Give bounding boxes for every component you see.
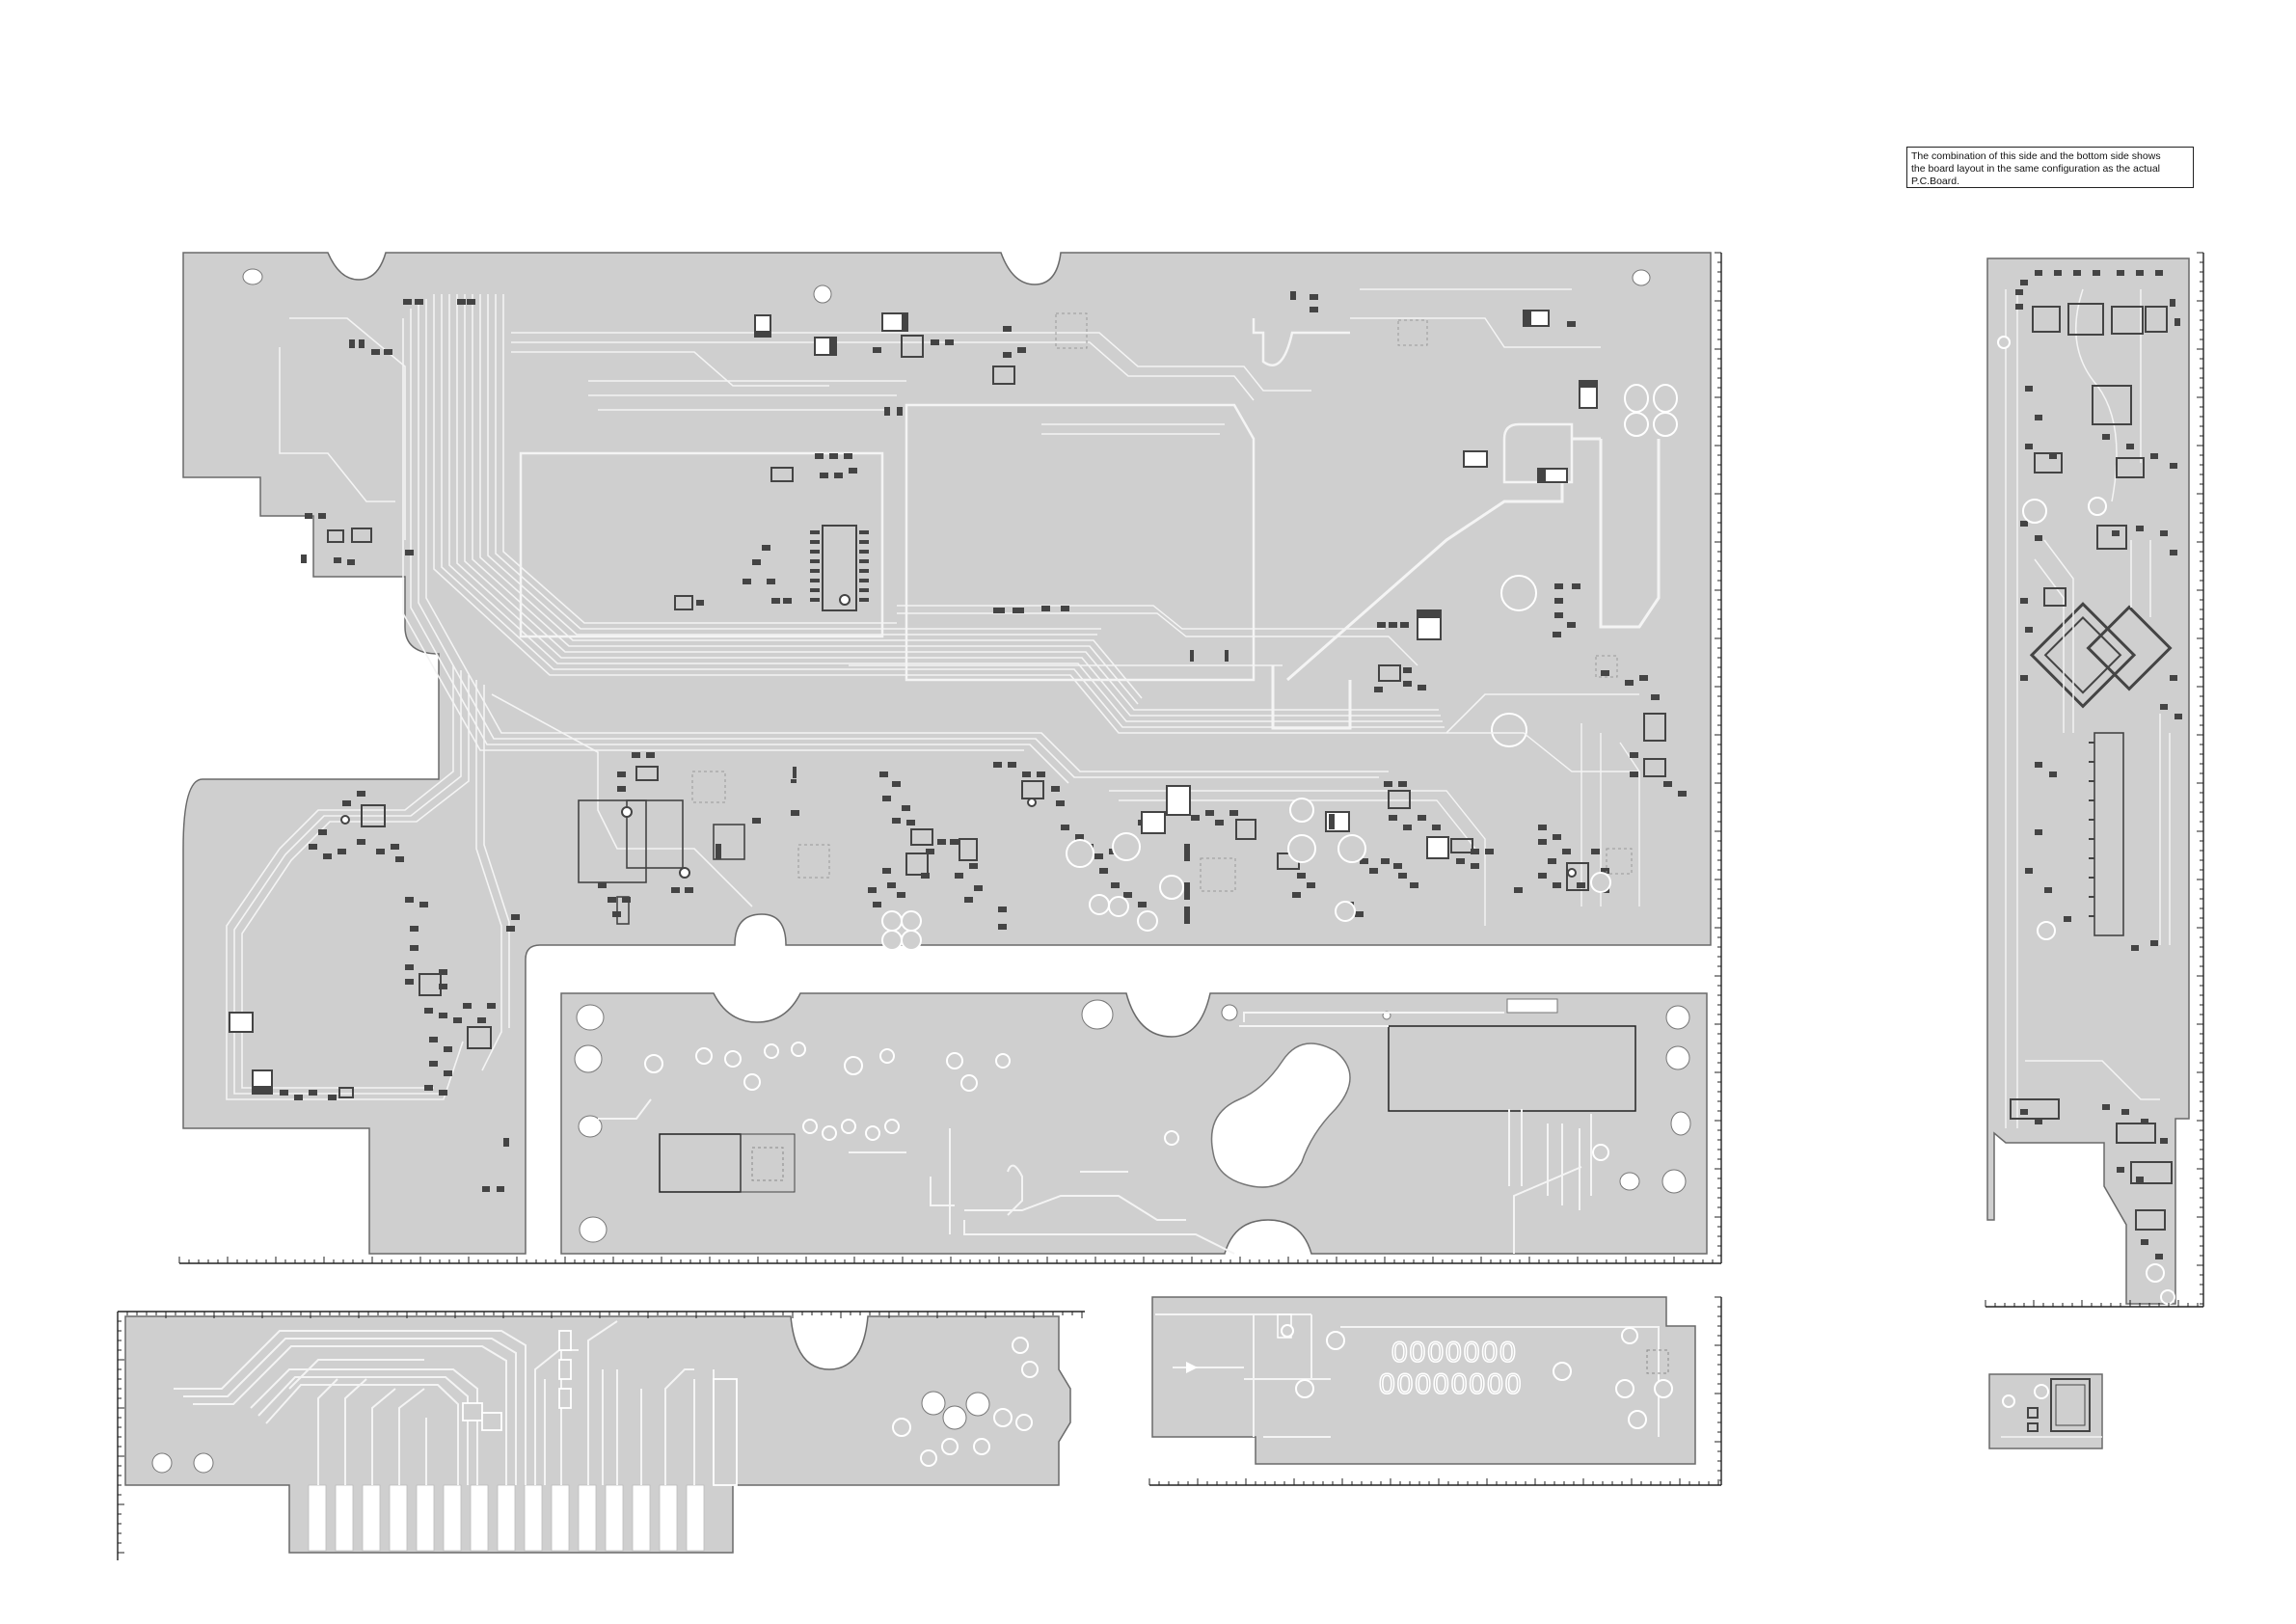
connector-board-outline [125,1316,1070,1553]
small-module-board [1989,1374,2102,1448]
connector-board [125,1316,1070,1553]
lower-sub-board [561,993,1707,1254]
side-strip-board [1987,258,2189,1304]
note-line-3: P.C.Board. [1911,176,2189,188]
display-board: 0000000 00000000 [1152,1297,1695,1464]
display-row-2: 00000000 [1379,1368,1523,1400]
board-layout-note: The combination of this side and the bot… [1906,147,2194,188]
note-line-2: the board layout in the same configurati… [1911,163,2189,176]
display-row-1: 0000000 [1391,1337,1518,1368]
lower-sub-board-outline [561,993,1707,1254]
note-line-1: The combination of this side and the bot… [1911,150,2189,163]
